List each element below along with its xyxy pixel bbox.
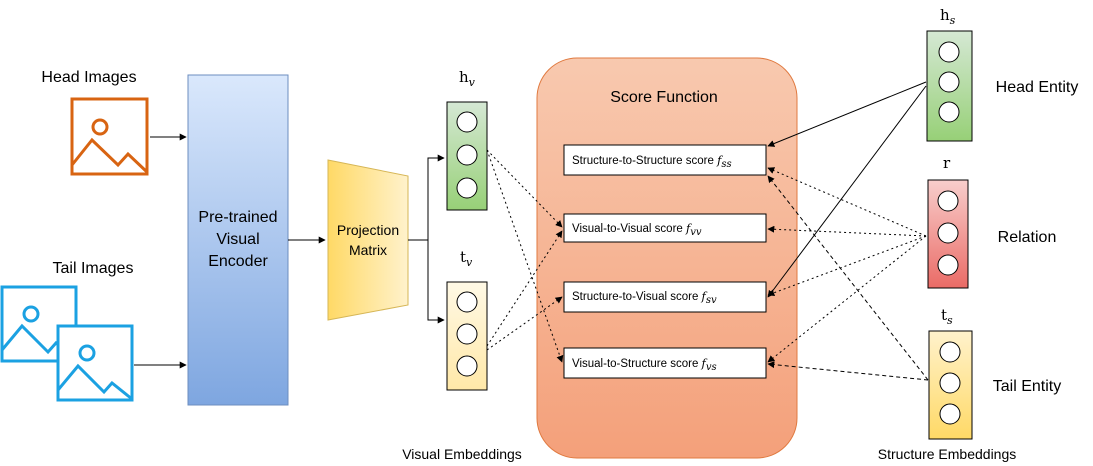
visual-connections [486, 149, 564, 363]
hv-label: hv [459, 68, 476, 89]
score-function-title: Score Function [610, 89, 718, 106]
head-entity-connections [767, 81, 927, 298]
ts-embedding [928, 330, 973, 440]
encoder-label-line3: Encoder [208, 253, 268, 270]
ts-label: ts [941, 306, 953, 327]
projection-to-tv-arrow [427, 240, 445, 324]
score-box-sv: Structure-to-Visual score fsv [563, 281, 767, 313]
head-images-label: Head Images [41, 69, 136, 86]
relation-connections [767, 167, 927, 363]
head-entity-label: Head Entity [996, 79, 1079, 96]
projection-matrix-shape [327, 159, 409, 321]
svg-text:Visual-to-Visual score fvv: Visual-to-Visual score fvv [572, 221, 702, 238]
visual-embeddings-caption: Visual Embeddings [402, 446, 522, 462]
hs-embedding [926, 30, 973, 142]
tail-image-icon-front [56, 324, 134, 402]
visual-encoder-box [187, 74, 289, 406]
svg-text:Visual-to-Structure score fvs: Visual-to-Structure score fvs [572, 356, 717, 373]
tv-label: tv [460, 248, 473, 269]
score-function-box [536, 57, 798, 459]
relation-label: Relation [998, 229, 1057, 246]
tv-embedding [446, 281, 488, 391]
structure-embeddings-caption: Structure Embeddings [878, 446, 1017, 462]
tail-entity-connections [767, 175, 929, 381]
projection-label-line2: Matrix [349, 242, 387, 258]
score-box-ss: Structure-to-Structure score fss [563, 144, 767, 176]
tail-entity-label: Tail Entity [993, 378, 1061, 395]
svg-text:Structure-to-Structure score f: Structure-to-Structure score fss [572, 153, 732, 170]
encoder-label-line2: Visual [216, 231, 259, 248]
projection-label-line1: Projection [337, 222, 399, 238]
encoder-label-line1: Pre-trained [198, 209, 277, 226]
score-box-vv: Visual-to-Visual score fvv [563, 213, 767, 243]
hv-embedding [446, 101, 488, 211]
tail-images-label: Tail Images [53, 260, 134, 277]
projection-to-hv-arrow [408, 154, 445, 241]
r-label: r [943, 154, 951, 172]
hs-label: hs [940, 6, 956, 27]
score-box-vs: Visual-to-Structure score fvs [563, 347, 767, 379]
head-image-icon [70, 97, 149, 176]
svg-text:Structure-to-Visual score fsv: Structure-to-Visual score fsv [572, 289, 717, 306]
relation-embedding [927, 179, 969, 289]
